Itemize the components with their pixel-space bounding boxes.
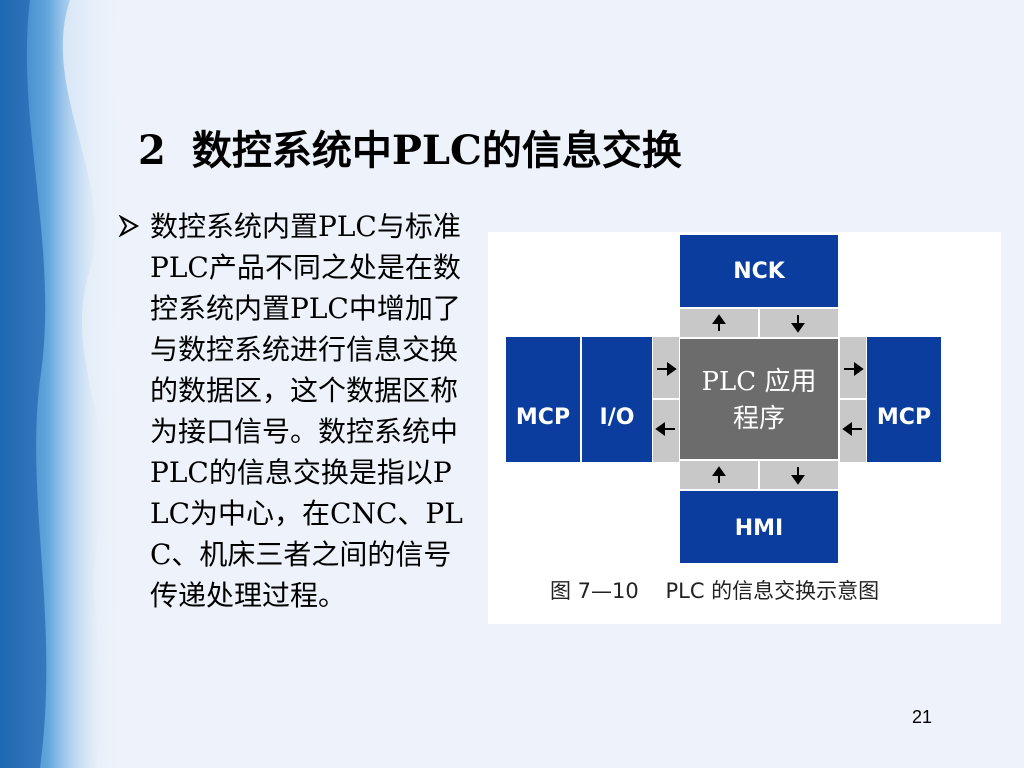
arrow-icon <box>842 422 862 436</box>
arrow-icon <box>712 466 726 483</box>
hmi-label: HMI <box>735 516 784 541</box>
nck-block <box>680 235 838 307</box>
arrowhead-bullet-icon <box>118 215 140 237</box>
page-number: 21 <box>912 707 933 727</box>
slide-title: 2 数控系统中PLC的信息交换 <box>138 118 682 176</box>
mcp-left-block <box>506 337 580 462</box>
figure-caption: 图 7—10 PLC 的信息交换示意图 <box>550 579 879 603</box>
plc-label-line1: PLC 应用 <box>702 367 817 397</box>
io-label: I/O <box>600 405 635 430</box>
nck-label: NCK <box>733 259 786 284</box>
arrow-icon <box>844 362 864 376</box>
bullet-text: 数控系统内置PLC与标准PLC产品不同之处是在数控系统内置PLC中增加了与数控系… <box>150 210 463 612</box>
arrow-icon <box>655 422 675 436</box>
plc-label-line2: 程序 <box>733 404 785 434</box>
plc-application-block <box>680 339 838 459</box>
arrow-icon <box>791 315 805 333</box>
hmi-block <box>680 491 838 563</box>
bullet-item: 数控系统内置PLC与标准PLC产品不同之处是在数控系统内置PLC中增加了与数控系… <box>118 206 463 616</box>
title-number: 2 <box>138 127 166 174</box>
mcp-left-label: MCP <box>516 405 570 430</box>
plc-information-exchange-diagram: NCK PLC 应用 程序 MCP I/O MCP <box>506 235 941 603</box>
title-text: 数控系统中PLC的信息交换 <box>191 127 682 174</box>
io-block <box>582 337 652 462</box>
arrow-icon <box>791 467 805 485</box>
mcp-right-block <box>867 337 941 462</box>
mcp-right-label: MCP <box>877 405 931 430</box>
arrow-icon <box>712 314 726 331</box>
arrow-icon <box>657 362 677 376</box>
plc-diagram-figure: NCK PLC 应用 程序 MCP I/O MCP <box>488 232 1001 624</box>
